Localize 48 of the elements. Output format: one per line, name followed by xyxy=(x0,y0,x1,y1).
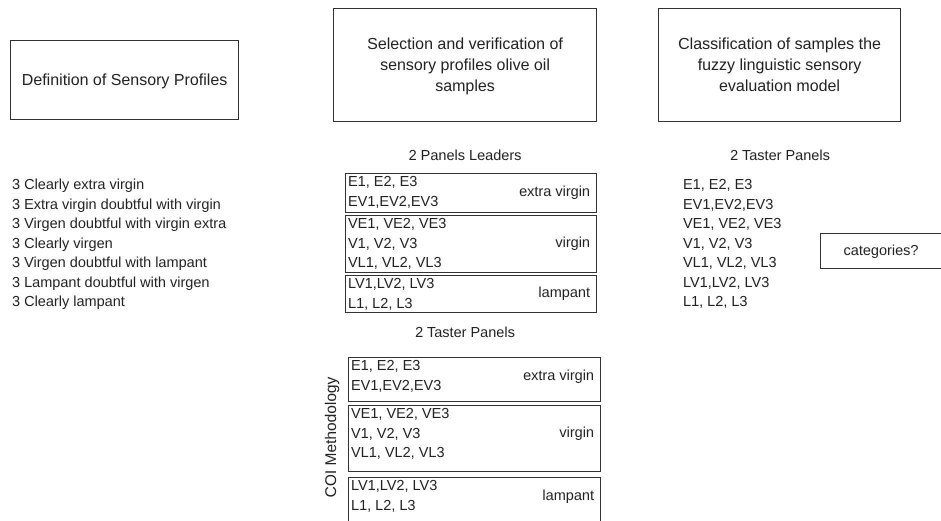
sample-codes: LV1,LV2, LV3 xyxy=(348,276,434,294)
side-label: COI Methodology xyxy=(323,376,341,498)
stage-box: Selection and verification of sensory profiles olive oil samples xyxy=(333,8,597,122)
sample-codes: VL1, VL2, VL3 xyxy=(683,254,777,272)
sample-group-box xyxy=(348,357,601,402)
stage-box: Classification of samples the fuzzy linguistic sensory evaluation model xyxy=(658,8,901,122)
profile-item: 3 Clearly extra virgin xyxy=(12,176,144,194)
sample-group-box xyxy=(345,275,597,313)
category-label: extra virgin xyxy=(523,366,594,386)
sample-codes: V1, V2, V3 xyxy=(351,424,420,444)
sample-group-box xyxy=(348,477,601,521)
sample-codes: VL1, VL2, VL3 xyxy=(348,254,442,272)
profile-item: 3 Clearly lampant xyxy=(12,293,125,311)
sample-codes: LV1,LV2, LV3 xyxy=(351,478,438,496)
category-label: virgin xyxy=(559,424,594,444)
sample-codes: L1, L2, L3 xyxy=(348,294,412,312)
sample-codes: EV1,EV2,EV3 xyxy=(683,196,774,214)
stage-box: Definition of Sensory Profiles xyxy=(10,40,239,120)
sample-codes: E1, E2, E3 xyxy=(348,174,418,192)
profile-item: 3 Lampant doubtful with virgen xyxy=(12,274,210,292)
profile-item: 3 Virgen doubtful with virgin extra xyxy=(12,215,226,233)
column-heading: 2 Taster Panels xyxy=(415,324,515,342)
category-label: virgin xyxy=(555,234,590,253)
sample-codes: VL1, VL2, VL3 xyxy=(351,444,445,463)
category-label: lampant xyxy=(542,486,594,506)
sample-codes: VE1, VE2, VE3 xyxy=(683,215,782,233)
sample-codes: L1, L2, L3 xyxy=(351,496,416,516)
sample-group-box xyxy=(348,405,601,472)
sample-group-box xyxy=(345,215,597,273)
category-label: lampant xyxy=(538,284,590,303)
sample-codes: V1, V2, V3 xyxy=(348,234,418,254)
sample-codes: EV1,EV2,EV3 xyxy=(348,192,438,212)
column-heading: 2 Panels Leaders xyxy=(408,147,522,165)
category-label: extra virgin xyxy=(519,182,590,202)
sample-codes: E1, E2, E3 xyxy=(351,358,420,376)
profile-item: 3 Extra virgin doubtful with virgin xyxy=(12,196,221,214)
column-heading: 2 Taster Panels xyxy=(730,147,830,165)
sample-codes: VE1, VE2, VE3 xyxy=(351,406,450,424)
sample-codes: E1, E2, E3 xyxy=(683,176,752,194)
profile-item: 3 Virgen doubtful with lampant xyxy=(12,254,207,272)
sample-codes: L1, L2, L3 xyxy=(683,293,748,311)
sample-codes: V1, V2, V3 xyxy=(683,234,752,252)
sample-codes: LV1,LV2, LV3 xyxy=(683,274,770,292)
sample-codes: EV1,EV2,EV3 xyxy=(351,376,442,396)
sample-codes: VE1, VE2, VE3 xyxy=(348,216,446,234)
result-box: categories? xyxy=(820,233,941,269)
profile-item: 3 Clearly virgen xyxy=(12,234,113,252)
sample-group-box xyxy=(345,173,597,213)
